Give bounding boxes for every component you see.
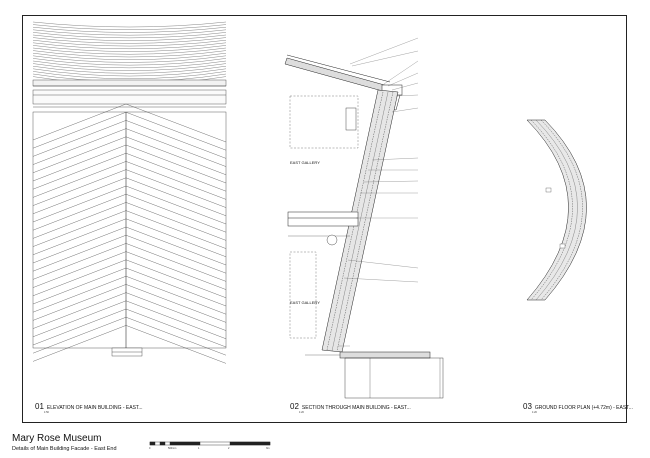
chevron-line [32,235,227,274]
chevron-line [32,284,227,323]
curved-wall-plan [526,119,587,301]
chevron-line [32,120,227,159]
chevron-line [32,243,227,282]
chevron-line [32,292,227,331]
roof-line [32,27,227,33]
roof-line [32,45,227,52]
roof-line [32,66,227,74]
roof-line [32,50,227,58]
roof-slab [284,57,389,93]
pipe [326,234,338,246]
roof-line [32,21,227,28]
view-scale: 1:50 [44,411,49,414]
section-drawing [284,37,444,399]
view-number: 01 [35,402,44,411]
chevron-line [32,161,227,200]
sheet-subtitle: Details of Main Building Facade - East E… [12,446,117,452]
roof-line [32,55,227,63]
roof-line [32,63,227,71]
chevron-line [32,276,227,315]
scale-tick: 0 [149,447,151,450]
view-number: 02 [290,402,299,411]
chevron-line [32,251,227,290]
roof-line [32,60,227,69]
roof-line [32,53,227,60]
scale-tick: 2 [228,447,230,450]
chevron-line [32,218,227,257]
chevron-line [32,267,227,307]
light-fitting [345,107,357,131]
roof-line [32,34,227,41]
chevron-line [32,308,227,348]
chevron-line [32,185,227,225]
roof-line [32,58,227,66]
view-title: GROUND FLOOR PLAN (+4.72m) - EAST... [534,405,633,411]
cornice-band [32,89,227,105]
chevron-line [32,169,227,208]
chevron-line [32,128,227,167]
view-title: ELEVATION OF MAIN BUILDING - EAST... [46,405,143,411]
roof-line [32,68,227,77]
basement-box [344,357,444,399]
ceiling-dash [289,95,359,149]
chevron-line [32,103,227,143]
chevron-line [32,202,227,241]
floor-slab [287,211,359,227]
roof-line [32,40,227,47]
roof-line [32,32,227,39]
roof-line [32,29,227,36]
upper-gallery-label: EAST GALLERY [290,160,320,165]
chevron-cladding [32,103,227,364]
sheet-border [22,15,627,423]
chevron-line [32,112,227,151]
chevron-line [32,259,227,298]
scale-tick: 1 [198,447,200,450]
scale-bar [149,441,271,446]
chevron-line [32,177,227,216]
roof-line [32,71,227,79]
plan-drawing [526,119,587,301]
chevron-line [32,144,227,184]
view-scale: 1:20 [532,411,537,414]
ground-slab [339,351,431,359]
sheet-title: Mary Rose Museum [12,433,102,444]
chevron-line [32,300,227,339]
roof-line [32,24,227,30]
roof-band [32,79,227,87]
chevron-line [32,226,227,266]
elevation-drawing [32,21,227,364]
scale-tick: 3m [266,447,270,450]
view-title: SECTION THROUGH MAIN BUILDING - EAST... [301,405,411,411]
lower-gallery-label: EAST GALLERY [290,300,320,305]
chevron-line [32,153,227,192]
roof-curve-lines [32,21,227,85]
chevron-line [32,325,227,364]
chevron-line [32,136,227,175]
roof-line [32,37,227,44]
view-number: 03 [523,402,532,411]
roof-line [32,42,227,49]
chevron-line [32,194,227,233]
roof-line [32,47,227,55]
chevron-line [32,317,227,356]
view-scale: 1:20 [299,411,304,414]
chevron-line [32,210,227,249]
scale-tick: 500mm [168,447,177,450]
